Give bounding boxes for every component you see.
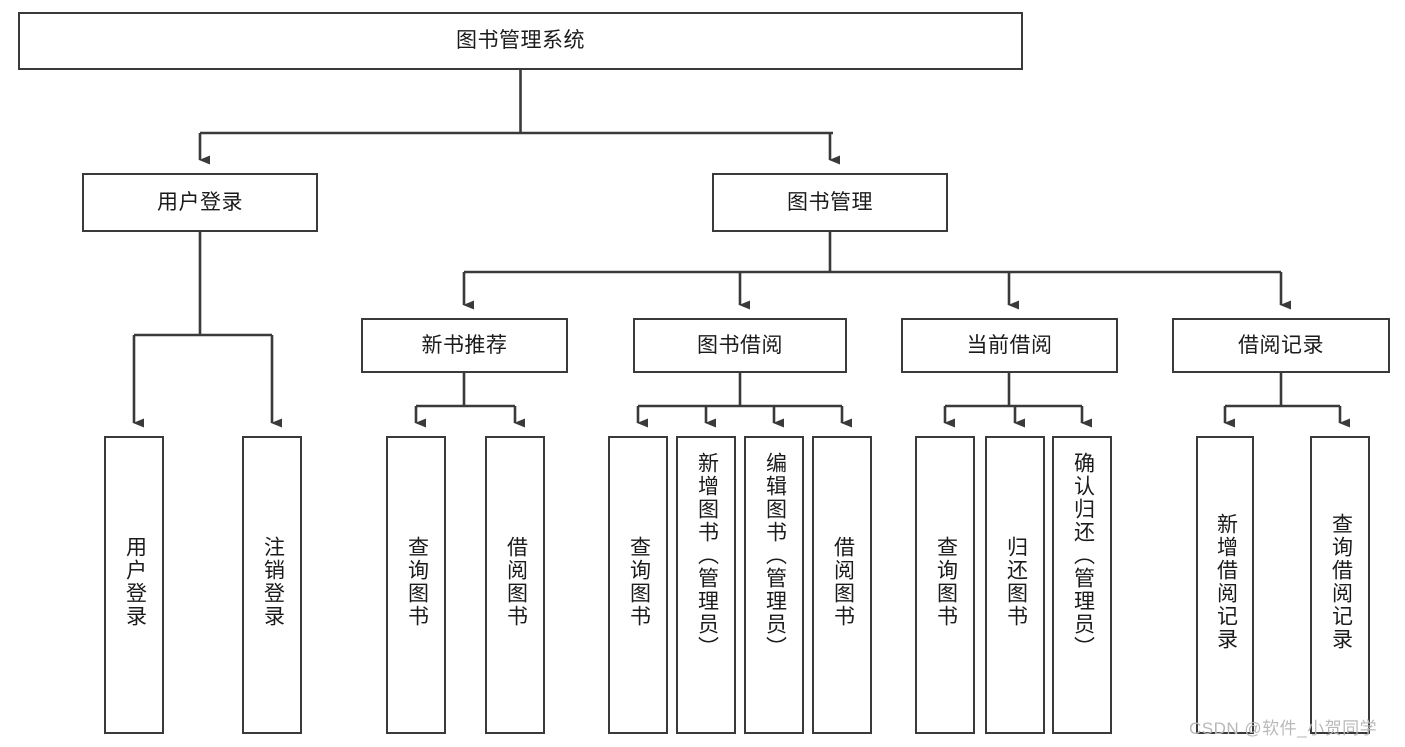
node-leaf-return-book[interactable]: 归还图书 — [985, 436, 1045, 734]
node-current-borrow[interactable]: 当前借阅 — [901, 318, 1118, 373]
node-leaf-user-login-label: 用户登录 — [123, 536, 147, 628]
node-leaf-query-book-2-label: 查询图书 — [627, 536, 651, 628]
node-new-book-rec[interactable]: 新书推荐 — [361, 318, 568, 373]
node-leaf-borrow-book-2[interactable]: 借阅图书 — [812, 436, 872, 734]
node-leaf-query-book-1-label: 查询图书 — [405, 536, 429, 628]
node-leaf-return-book-label: 归还图书 — [1004, 536, 1028, 628]
node-leaf-user-logout-label: 注销登录 — [261, 536, 285, 628]
node-leaf-edit-book-admin[interactable]: 编辑图书（管理员） — [744, 436, 804, 734]
node-leaf-query-borrow-record[interactable]: 查询借阅记录 — [1310, 436, 1370, 734]
node-borrow-record-label: 借阅记录 — [1238, 333, 1324, 357]
node-book-manage[interactable]: 图书管理 — [712, 173, 948, 232]
node-leaf-query-borrow-record-label: 查询借阅记录 — [1329, 513, 1353, 651]
node-leaf-query-book-3[interactable]: 查询图书 — [915, 436, 975, 734]
node-book-borrow-label: 图书借阅 — [697, 333, 783, 357]
node-leaf-borrow-book-2-label: 借阅图书 — [831, 536, 855, 628]
node-root[interactable]: 图书管理系统 — [18, 12, 1023, 70]
node-leaf-add-borrow-record[interactable]: 新增借阅记录 — [1196, 436, 1254, 734]
node-leaf-user-login[interactable]: 用户登录 — [104, 436, 164, 734]
node-leaf-edit-book-admin-label: 编辑图书（管理员） — [763, 452, 787, 659]
node-leaf-borrow-book-1-label: 借阅图书 — [504, 536, 528, 628]
node-user-login-label: 用户登录 — [157, 190, 243, 214]
node-root-label: 图书管理系统 — [456, 29, 585, 53]
node-book-borrow[interactable]: 图书借阅 — [633, 318, 847, 373]
node-leaf-borrow-book-1[interactable]: 借阅图书 — [485, 436, 545, 734]
node-user-login[interactable]: 用户登录 — [82, 173, 318, 232]
node-leaf-confirm-return-admin[interactable]: 确认归还（管理员） — [1052, 436, 1112, 734]
node-leaf-query-book-2[interactable]: 查询图书 — [608, 436, 668, 734]
node-new-book-rec-label: 新书推荐 — [421, 333, 508, 357]
node-borrow-record[interactable]: 借阅记录 — [1172, 318, 1390, 373]
node-leaf-query-book-3-label: 查询图书 — [934, 536, 958, 628]
node-leaf-query-book-1[interactable]: 查询图书 — [386, 436, 446, 734]
node-leaf-add-borrow-record-label: 新增借阅记录 — [1214, 513, 1238, 651]
node-leaf-add-book-admin[interactable]: 新增图书（管理员） — [676, 436, 736, 734]
node-book-manage-label: 图书管理 — [787, 190, 873, 214]
node-current-borrow-label: 当前借阅 — [966, 333, 1053, 357]
node-leaf-confirm-return-admin-label: 确认归还（管理员） — [1071, 452, 1095, 659]
node-leaf-user-logout[interactable]: 注销登录 — [242, 436, 302, 734]
watermark-text: CSDN @软件_小贺同学 — [1189, 719, 1378, 738]
node-leaf-add-book-admin-label: 新增图书（管理员） — [695, 452, 719, 659]
